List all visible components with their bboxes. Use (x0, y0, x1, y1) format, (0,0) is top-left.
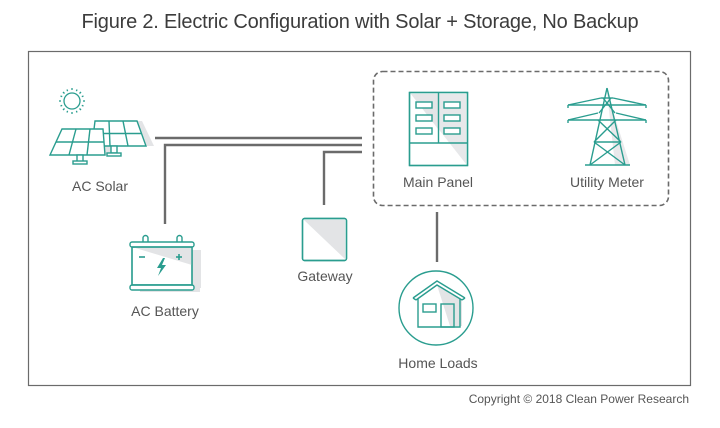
utility-meter-label: Utility Meter (570, 174, 644, 190)
battery-icon (129, 234, 201, 292)
solar-panel-icon (48, 88, 154, 165)
ac-solar-label: AC Solar (72, 178, 128, 194)
gateway-icon (301, 217, 348, 262)
copyright-notice: Copyright © 2018 Clean Power Research (468, 392, 689, 406)
house-icon (398, 270, 474, 346)
gateway-label: Gateway (297, 268, 352, 284)
main-panel-utility-group (372, 70, 670, 207)
figure-title: Figure 2. Electric Configuration with So… (81, 11, 639, 33)
connection-lines (155, 136, 439, 262)
lightning-bolt-icon (157, 258, 166, 276)
sun-icon (59, 88, 85, 114)
electrical-panel-icon (408, 91, 469, 167)
transmission-tower-icon (567, 87, 647, 166)
connection-gateway-main-panel (322, 150, 362, 205)
home-loads-label: Home Loads (398, 355, 477, 371)
main-panel-label: Main Panel (403, 174, 473, 190)
ac-battery-label: AC Battery (131, 303, 199, 319)
connection-battery-main-panel (163, 143, 362, 224)
diagram-frame (27, 50, 692, 387)
